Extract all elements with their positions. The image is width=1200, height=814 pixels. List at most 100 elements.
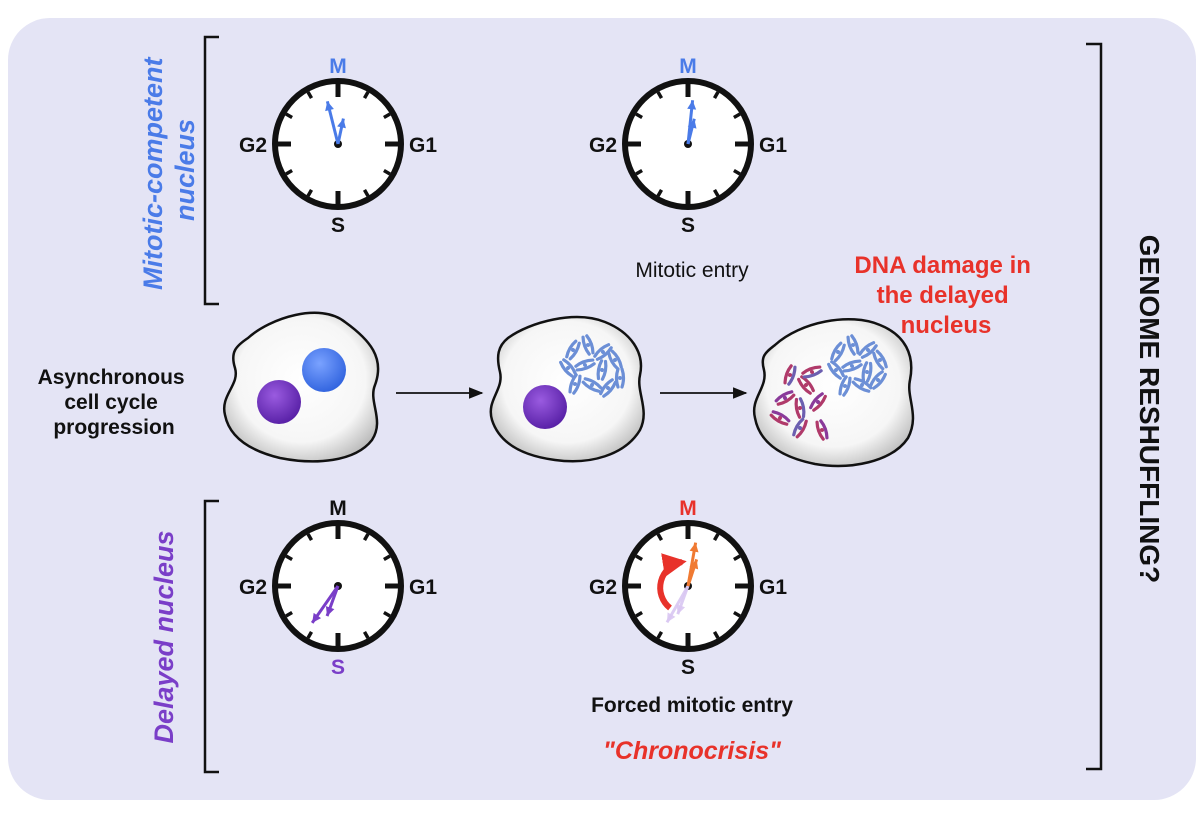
clock-tick <box>383 610 391 618</box>
cell-1 <box>222 311 380 463</box>
bracket-delayed <box>203 499 219 774</box>
chromosome <box>827 360 845 380</box>
clock-label-g2: G2 <box>589 134 617 157</box>
chromosome <box>838 375 852 397</box>
chromosome <box>565 339 581 361</box>
label-dna-damage: DNA damage in the delayed nucleus <box>854 252 1037 339</box>
label-mitotic-entry: Mitotic entry <box>635 259 749 282</box>
clock-tick <box>733 554 741 562</box>
chromosome <box>858 341 878 359</box>
rewind-arrow-icon <box>657 553 687 611</box>
clock-tick <box>635 112 643 120</box>
clock-tick <box>656 631 664 639</box>
clock-hand-tip <box>687 100 697 110</box>
clock-label-s: S <box>331 656 345 679</box>
chromosomes-blue <box>559 334 626 398</box>
clock-label-g1: G1 <box>409 134 437 157</box>
chromosome <box>581 377 603 393</box>
clock-tick <box>712 91 720 99</box>
clock-label-g2: G2 <box>239 576 267 599</box>
clock-label-g2: G2 <box>239 134 267 157</box>
chromosome <box>574 358 596 372</box>
clock-tick <box>656 91 664 99</box>
clock-tick <box>306 533 314 541</box>
chromosome <box>801 365 823 379</box>
clock-label-m: M <box>329 497 347 520</box>
nucleus-blue <box>302 348 346 392</box>
clock-competent-1: M G2 G1S <box>239 55 437 237</box>
clock-tick <box>635 610 643 618</box>
clock-tick <box>383 554 391 562</box>
chromosome <box>614 367 626 389</box>
clock-tick <box>285 610 293 618</box>
clock-label-s: S <box>331 214 345 237</box>
chromosome <box>841 359 863 373</box>
clock-tick <box>362 533 370 541</box>
clock-hand-tip <box>689 542 699 553</box>
clock-tick <box>635 554 643 562</box>
chromosome <box>596 359 608 381</box>
clock-tick <box>306 631 314 639</box>
clock-label-s: S <box>681 656 695 679</box>
label-forced-mitotic-entry: Forced mitotic entry <box>591 694 793 717</box>
clock-tick <box>285 112 293 120</box>
clock-hand-tip <box>325 101 334 112</box>
chromosome <box>568 373 582 395</box>
clock-delayed-1: M G2 G1S <box>239 497 437 679</box>
cell-3 <box>752 318 915 468</box>
chromosome <box>599 378 617 398</box>
chromosome <box>846 334 860 356</box>
clock-tick <box>656 189 664 197</box>
clock-hand-tip <box>689 559 699 570</box>
clock-tick <box>733 168 741 176</box>
clock-hand-tip <box>667 612 676 623</box>
clock-tick <box>383 168 391 176</box>
clock-tick <box>712 631 720 639</box>
clock-hand-tip <box>312 612 322 623</box>
chromosome <box>861 361 873 383</box>
clock-tick <box>383 112 391 120</box>
chromosome <box>607 349 623 371</box>
clock-tick <box>285 168 293 176</box>
clock-hand-tip <box>687 118 697 129</box>
chromosome <box>809 392 827 412</box>
clock-label-g1: G1 <box>409 576 437 599</box>
clock-label-g1: G1 <box>759 134 787 157</box>
chromosomes-damaged <box>769 364 829 441</box>
clock-tick <box>362 189 370 197</box>
nucleus-purple-2 <box>523 385 567 429</box>
chromosome <box>869 370 887 390</box>
clock-tick <box>733 610 741 618</box>
clock-label-g1: G1 <box>759 576 787 599</box>
chromosome <box>559 358 577 378</box>
clock-tick <box>635 168 643 176</box>
cell-2 <box>489 315 645 463</box>
chromosome <box>774 390 796 406</box>
label-mitotic-competent: Mitotic-competent nucleus <box>138 50 200 290</box>
chromosome <box>792 417 808 439</box>
chromosome <box>783 364 797 386</box>
label-genome-reshuffling: GENOME RESHUFFLING? <box>1134 235 1165 583</box>
clock-tick <box>306 189 314 197</box>
clock-competent-2: M G2 G1S <box>589 55 787 237</box>
clock-label-s: S <box>681 214 695 237</box>
chromosome <box>815 419 829 441</box>
label-chronocrisis: "Chronocrisis" <box>603 737 782 765</box>
bracket-right <box>1086 42 1103 771</box>
chromosome <box>769 410 791 426</box>
label-delayed-nucleus: Delayed nucleus <box>149 530 179 743</box>
chromosomes-blue-2 <box>827 334 888 397</box>
clock-label-m: M <box>679 497 697 520</box>
clock-hand-tip <box>676 604 686 615</box>
chromosome <box>830 341 846 363</box>
clock-tick <box>285 554 293 562</box>
clock-hand-tip <box>325 606 335 617</box>
chromosome <box>581 334 595 356</box>
bracket-competent <box>203 35 219 306</box>
clock-label-m: M <box>679 55 697 78</box>
label-async-progression: Asynchronous cell cycle progression <box>38 366 191 439</box>
clock-label-m: M <box>329 55 347 78</box>
